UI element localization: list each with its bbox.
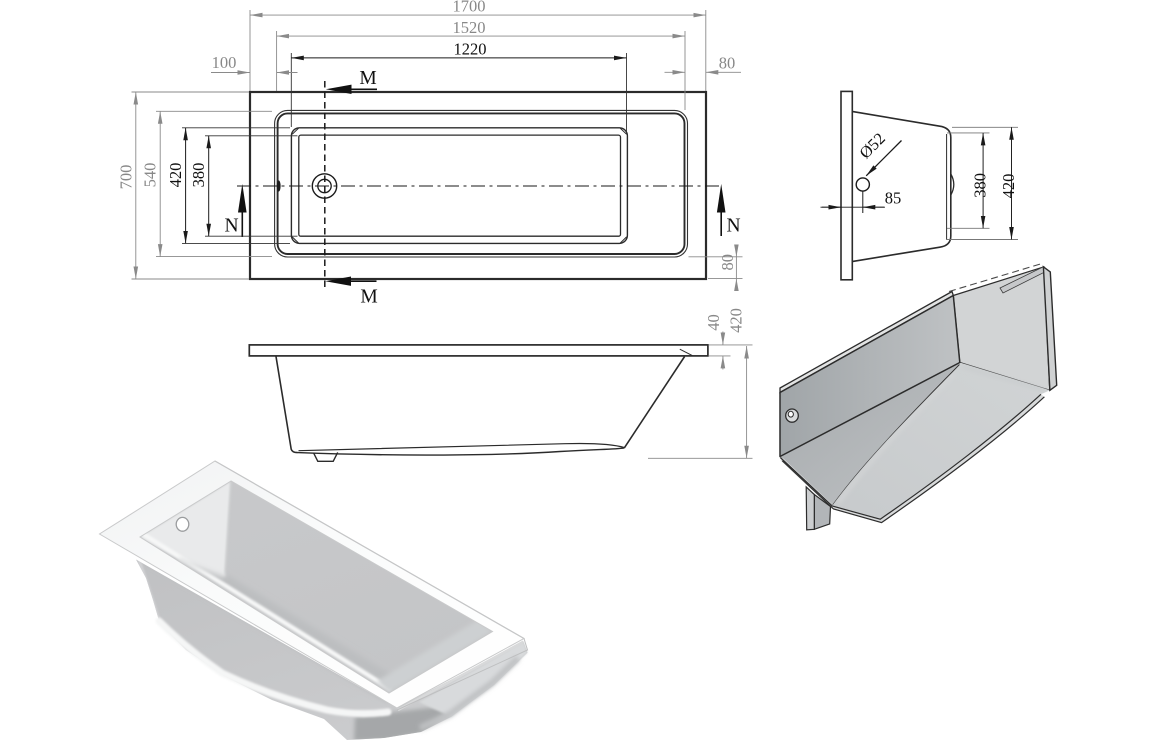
svg-text:80: 80 [718,254,737,271]
svg-text:M: M [360,287,377,308]
svg-text:420: 420 [726,308,745,333]
svg-text:700: 700 [117,165,136,190]
svg-text:80: 80 [719,54,736,73]
svg-text:420: 420 [166,163,185,188]
svg-text:M: M [359,68,376,89]
svg-text:100: 100 [212,53,237,72]
svg-text:420: 420 [999,174,1018,199]
svg-text:N: N [224,216,238,237]
svg-text:40: 40 [704,314,723,331]
svg-text:85: 85 [885,189,902,208]
svg-text:380: 380 [971,173,990,198]
svg-text:540: 540 [141,163,160,188]
svg-text:380: 380 [189,163,208,188]
svg-text:N: N [726,216,740,237]
svg-text:1700: 1700 [453,0,486,16]
svg-text:1520: 1520 [453,18,486,37]
svg-text:1220: 1220 [454,40,487,59]
